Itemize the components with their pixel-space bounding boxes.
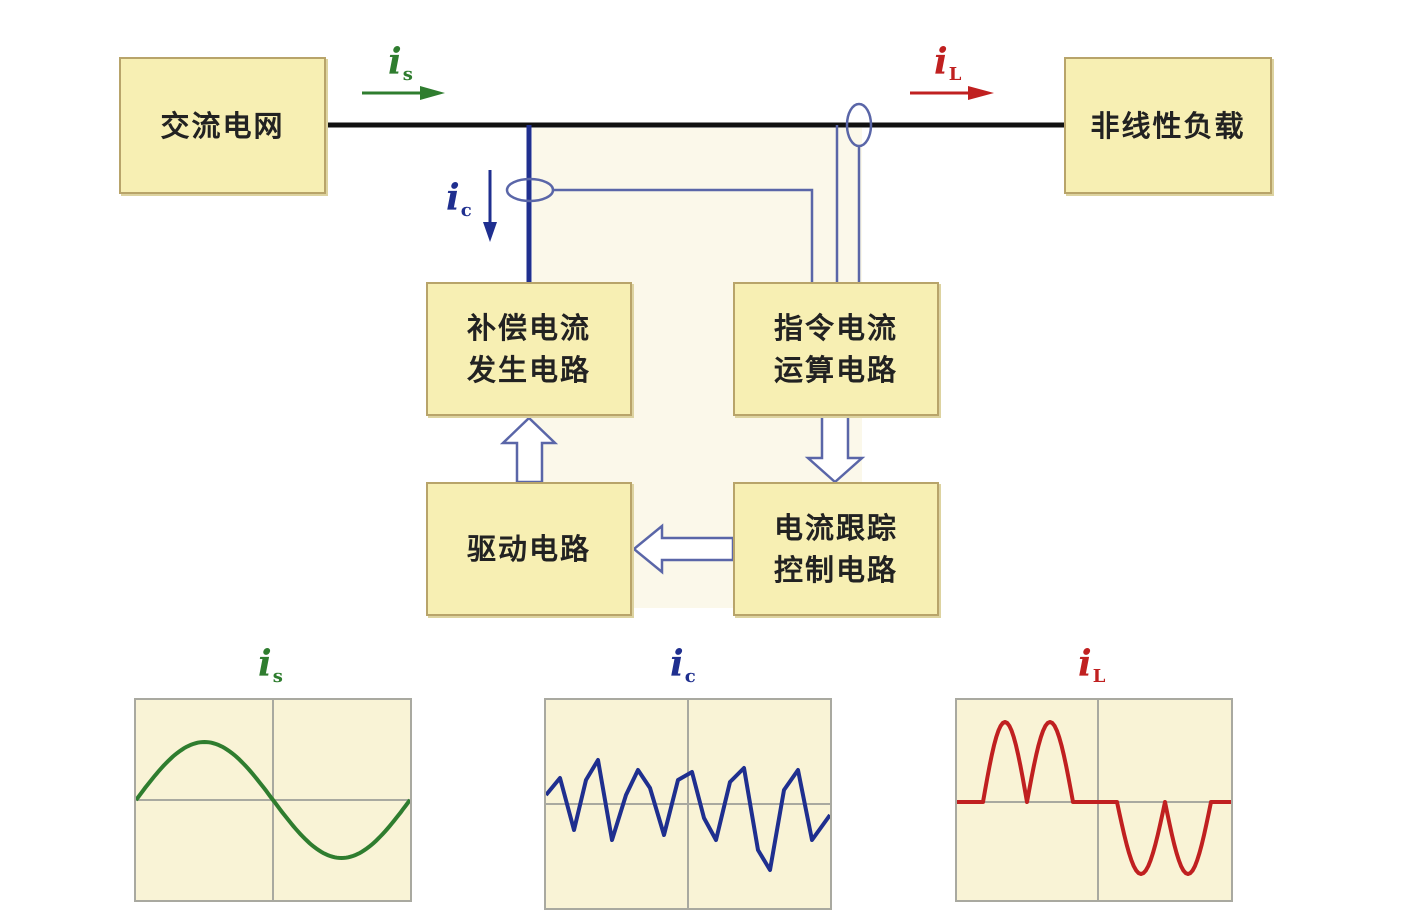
tracking-line2: 控制电路 <box>773 553 898 587</box>
waveform-label-il-sub: L <box>1092 666 1106 687</box>
waveform-label-ic-main: i <box>670 643 684 685</box>
ic-flow-label-main: i <box>446 177 460 219</box>
nonlinear-load-block: 非线性负载 <box>1064 57 1272 194</box>
waveform-label-is-sub: s <box>272 666 283 687</box>
hollow-arrow-up <box>499 416 559 484</box>
ic-flow-label: ic <box>446 180 472 229</box>
waveform-is-trace <box>136 739 410 861</box>
il-flow-label-sub: L <box>948 64 962 85</box>
ic-flow-label-sub: c <box>460 200 472 221</box>
comp-gen-line2: 发生电路 <box>466 353 591 387</box>
ic-arrow-head <box>483 222 497 242</box>
cmd-calc-line1: 指令电流 <box>773 311 898 345</box>
waveform-label-is-main: i <box>258 643 272 685</box>
waveform-scope-is <box>134 698 412 902</box>
compensation-current-generator-block: 补偿电流 发生电路 <box>426 282 632 416</box>
waveform-ic-trace <box>546 758 830 872</box>
waveform-label-is: is <box>258 646 283 695</box>
waveform-scope-il <box>955 698 1233 902</box>
il-arrow-head <box>968 86 994 100</box>
current-tracking-control-block: 电流跟踪 控制电路 <box>733 482 939 616</box>
is-flow-label-sub: s <box>402 64 413 85</box>
waveform-label-ic-sub: c <box>684 666 696 687</box>
waveform-scope-ic <box>544 698 832 910</box>
waveform-label-ic: ic <box>670 646 696 695</box>
il-flow-label-main: i <box>934 41 948 83</box>
tracking-line1: 电流跟踪 <box>773 511 898 545</box>
waveform-label-il: iL <box>1078 646 1105 695</box>
comp-gen-line1: 补偿电流 <box>466 311 591 345</box>
waveform-il-trace <box>957 720 1231 876</box>
ic-sense-wire <box>553 188 814 282</box>
drive-circuit-label: 驱动电路 <box>466 532 591 566</box>
cmd-calc-line2: 运算电路 <box>773 353 898 387</box>
nonlinear-load-label: 非线性负载 <box>1090 108 1246 143</box>
is-flow-label-main: i <box>388 41 402 83</box>
ac-grid-block: 交流电网 <box>119 57 326 194</box>
hollow-arrow-down <box>804 414 866 484</box>
command-current-calc-block: 指令电流 运算电路 <box>733 282 939 416</box>
ac-grid-label: 交流电网 <box>160 108 285 143</box>
is-arrow-head <box>420 86 445 100</box>
drive-circuit-block: 驱动电路 <box>426 482 632 616</box>
waveform-label-il-main: i <box>1078 643 1092 685</box>
il-flow-label: iL <box>934 44 961 93</box>
hollow-arrow-left <box>632 523 735 575</box>
is-flow-label: is <box>388 44 413 93</box>
